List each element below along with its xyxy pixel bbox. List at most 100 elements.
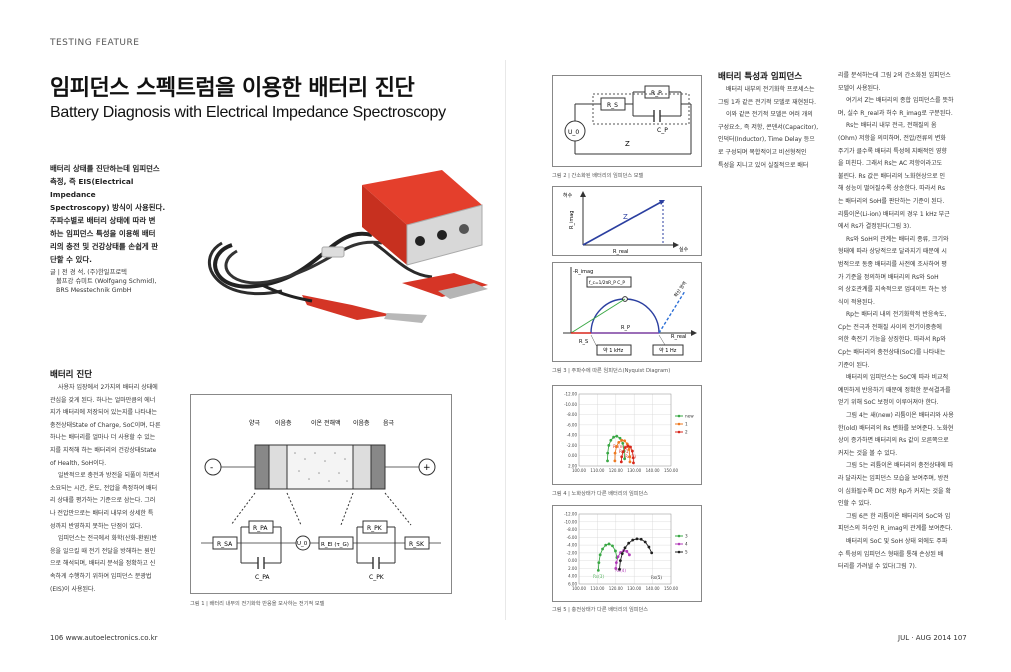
- body-line: 리 상태를 평가하는 기준으로 삼는다. 그러: [50, 497, 156, 505]
- axis-label-y: 허수: [563, 192, 573, 199]
- legend-marker: [677, 422, 681, 426]
- x-tick-label: 120.00: [609, 586, 623, 591]
- y-tick-label: -12.00: [564, 512, 577, 517]
- data-point-1: [628, 455, 632, 459]
- author-line: 볼프강 슈미트 (Wolfgang Schmid),: [56, 278, 157, 285]
- y-tick-label: -10.00: [564, 402, 577, 407]
- data-point-new: [618, 436, 622, 440]
- legend-marker: [677, 414, 681, 418]
- body-line: 이 심화될수록 DC 저항 Rp가 커지는 것을 확: [838, 487, 951, 495]
- label-cathode: 음극: [383, 420, 395, 427]
- body-line: 성까지 반영하지 못하는 단점이 있다.: [50, 522, 143, 530]
- body-line: 수 특성의 임피던스 형태를 통해 손상된 배: [838, 550, 944, 558]
- lead-line: 주파수별로 배터리 상태에 따라 변: [50, 216, 156, 225]
- y-tick-label: -6.00: [567, 535, 578, 540]
- data-point-2: [631, 456, 635, 460]
- x-tick-label: 100.00: [572, 468, 586, 473]
- x-tick-label: 140.00: [646, 468, 660, 473]
- data-point-1: [627, 448, 631, 451]
- label-rp: R_P: [651, 90, 662, 97]
- body-line: 배터리의 임피던스는 SoC에 따라 비교적: [846, 374, 949, 382]
- y-tick-label: 4.00: [568, 574, 577, 579]
- y-tick-label: -12.00: [564, 392, 577, 397]
- label-separator-2: 이음층: [353, 419, 370, 427]
- body-line: Cp는 전극과 전해질 사이의 전기이중층에: [838, 323, 942, 331]
- label-u0: U_0: [297, 541, 308, 547]
- data-point-2: [620, 455, 624, 459]
- body-line: 그림 1과 같은 전기적 모델로 재현된다.: [718, 98, 817, 106]
- body-line: 라 달라지는 임피던스 모습을 보여주며, 방전: [838, 475, 949, 482]
- body-line: (Ohm) 저항을 의미하며, 전압/전류의 변화: [838, 134, 946, 142]
- body-line: 로 구성되며 복합적이고 비선형적인: [718, 148, 807, 156]
- plus-sign: +: [423, 463, 431, 473]
- data-point-new: [615, 434, 619, 438]
- axis-label-real: R_real: [671, 334, 686, 340]
- body-line: 으로 해석되며, 배터리 분석을 정확하고 신: [50, 560, 156, 568]
- label-rs: R_S: [607, 102, 618, 109]
- body-line: 그림 4는 새(new) 리튬이온 배터리와 사용: [846, 412, 954, 420]
- y-tick-label: -2.00: [567, 550, 578, 555]
- figure-2: U_0 R_S R_P C_P Z: [552, 75, 702, 167]
- page-title-english: Battery Diagnosis with Electrical Impeda…: [50, 104, 446, 121]
- x-tick-label: 130.00: [627, 468, 641, 473]
- body-line: 에서 Rs가 결정된다(그림 3).: [838, 223, 912, 231]
- body-line: 인덕터(Inductor), Time Delay 등으: [718, 136, 815, 144]
- data-point-new: [621, 441, 625, 445]
- body-line: 을 미친다. 그래서 Rs는 AC 저항이라고도: [838, 160, 943, 168]
- nyquist-diagram: -R_imag f_c=1/2πR_P C_P 확산 영역 R_P R_S R_…: [563, 267, 697, 356]
- label-rs: R_S: [579, 339, 588, 345]
- axis-label-real: R_real: [613, 249, 628, 255]
- legend-label: 5: [685, 550, 688, 555]
- body-line: 배터리의 SoC 및 SoH 상태 외에도 주파: [846, 537, 948, 545]
- data-point-5: [620, 552, 624, 556]
- label-z: Z: [623, 213, 628, 221]
- data-point-1: [613, 459, 617, 463]
- data-point-5: [627, 541, 631, 545]
- data-point-2: [619, 460, 623, 464]
- data-point-5: [631, 538, 635, 542]
- label-rel: R_El (τ_G): [321, 542, 349, 548]
- data-point-2: [621, 450, 625, 453]
- body-line: 일반적으로 충전과 방전을 되풀이 하면서: [58, 472, 160, 480]
- label-cp: C_P: [657, 127, 668, 134]
- body-line: 얻기 위해 SoC 보정이 이루어져야 한다.: [838, 399, 939, 407]
- vector-diagram: 허수 R_imag Z R_real 실수: [563, 191, 689, 255]
- legend-label: 3: [685, 534, 688, 539]
- y-tick-label: 6.00: [568, 582, 577, 587]
- charge-impedance-chart: Rs(3) Rs(4) Rs(5) -12.00-10.00-8.00-6.00…: [564, 512, 688, 592]
- label-z: Z: [625, 140, 630, 148]
- body-line: 그림 5는 리튬이온 배터리의 충전상태에 따: [846, 462, 954, 470]
- lead-line: 하는 임피던스 특성을 이용해 배터: [50, 229, 156, 238]
- y-tick-label: -4.00: [567, 433, 578, 438]
- data-point-new: [623, 457, 627, 461]
- body-line: 충전상태State of Charge, SoC이며, 다른: [50, 421, 161, 429]
- annotation-rs-3: Rs(3): [593, 574, 604, 579]
- plot-area: [578, 513, 672, 585]
- label-u0: U_0: [568, 129, 579, 136]
- x-tick-label: 130.00: [627, 586, 641, 591]
- minus-terminal: [204, 458, 222, 476]
- plus-terminal: [418, 458, 436, 476]
- data-point-4: [628, 553, 631, 557]
- data-point-new: [609, 438, 613, 442]
- label-rsa: R_SA: [217, 541, 233, 548]
- body-line: 피던스의 허수인 R_imag의 관계를 보여준다.: [838, 525, 953, 533]
- legend-label: 1: [685, 422, 688, 427]
- data-point-2: [632, 461, 635, 465]
- data-point-3: [598, 553, 602, 557]
- lead-line: 배터리 상태를 진단하는데 임피던스: [50, 164, 160, 173]
- body-line: 응을 일으킬 때 전기 전달을 방해하는 원인: [50, 547, 156, 555]
- y-tick-label: -4.00: [567, 543, 578, 548]
- data-point-3: [607, 542, 611, 546]
- data-point-2: [623, 446, 627, 449]
- data-point-1: [613, 451, 617, 455]
- x-tick-label: 150.00: [664, 468, 678, 473]
- axis-label-imag: R_imag: [569, 211, 575, 229]
- figure-2-diagram: U_0 R_S R_P C_P Z: [564, 85, 692, 155]
- y-tick-label: -8.00: [567, 412, 578, 417]
- legend-marker: [677, 542, 681, 546]
- figure-2-caption: 그림 2 | 간소화된 배터리의 임피던스 모델: [552, 173, 644, 179]
- body-line: 인할 수 있다.: [838, 500, 872, 508]
- series-line-3: [597, 543, 618, 571]
- body-line: Rs와 SoH의 관계는 배터리 종류, 크기와: [846, 235, 949, 243]
